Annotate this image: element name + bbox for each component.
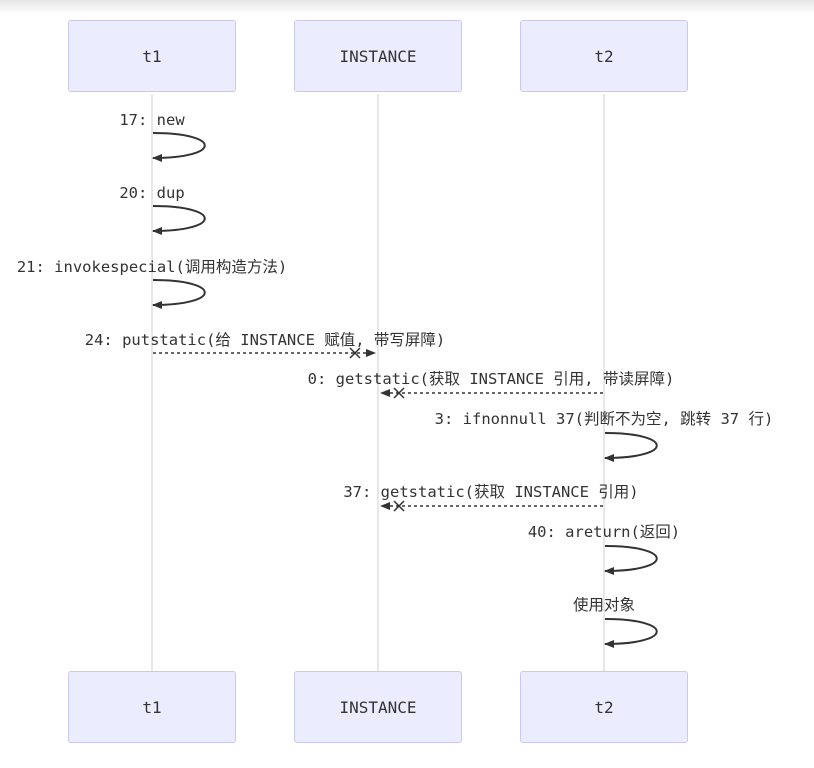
self-loop-new <box>152 132 206 162</box>
actor-instance-top-label: INSTANCE <box>339 46 417 66</box>
message-37-getstatic: 37: getstatic(获取 INSTANCE 引用) <box>343 483 638 501</box>
actor-instance-bottom: INSTANCE <box>294 671 462 743</box>
self-loop-ifnonnull <box>604 432 658 462</box>
self-loop-dup <box>152 205 206 235</box>
self-loop-areturn <box>604 545 658 575</box>
cross-mark-getstatic-37 <box>393 500 405 512</box>
message-17-new: 17: new <box>119 111 185 129</box>
actor-t1-bottom: t1 <box>68 671 236 743</box>
message-3-ifnonnull: 3: ifnonnull 37(判断不为空, 跳转 37 行) <box>435 410 774 428</box>
actor-instance-top: INSTANCE <box>294 20 462 92</box>
cross-mark-getstatic-0 <box>393 387 405 399</box>
actor-t2-bottom-label: t2 <box>594 697 614 717</box>
actor-instance-bottom-label: INSTANCE <box>339 697 417 717</box>
self-loop-use-object <box>604 618 658 648</box>
cross-mark-putstatic <box>349 347 361 359</box>
actor-t2-top-label: t2 <box>594 46 614 66</box>
message-use-object: 使用对象 <box>573 596 635 614</box>
message-21-invokespecial: 21: invokespecial(调用构造方法) <box>17 258 287 276</box>
actor-t1-bottom-label: t1 <box>142 697 162 717</box>
message-40-areturn: 40: areturn(返回) <box>528 523 680 541</box>
actor-t1-top: t1 <box>68 20 236 92</box>
self-loop-invokespecial <box>152 279 206 309</box>
top-shadow <box>0 0 814 14</box>
actor-t2-bottom: t2 <box>520 671 688 743</box>
actor-t1-top-label: t1 <box>142 46 162 66</box>
message-24-putstatic: 24: putstatic(给 INSTANCE 赋值, 带写屏障) <box>85 331 445 349</box>
message-20-dup: 20: dup <box>119 184 184 202</box>
actor-t2-top: t2 <box>520 20 688 92</box>
message-0-getstatic: 0: getstatic(获取 INSTANCE 引用, 带读屏障) <box>308 370 675 388</box>
